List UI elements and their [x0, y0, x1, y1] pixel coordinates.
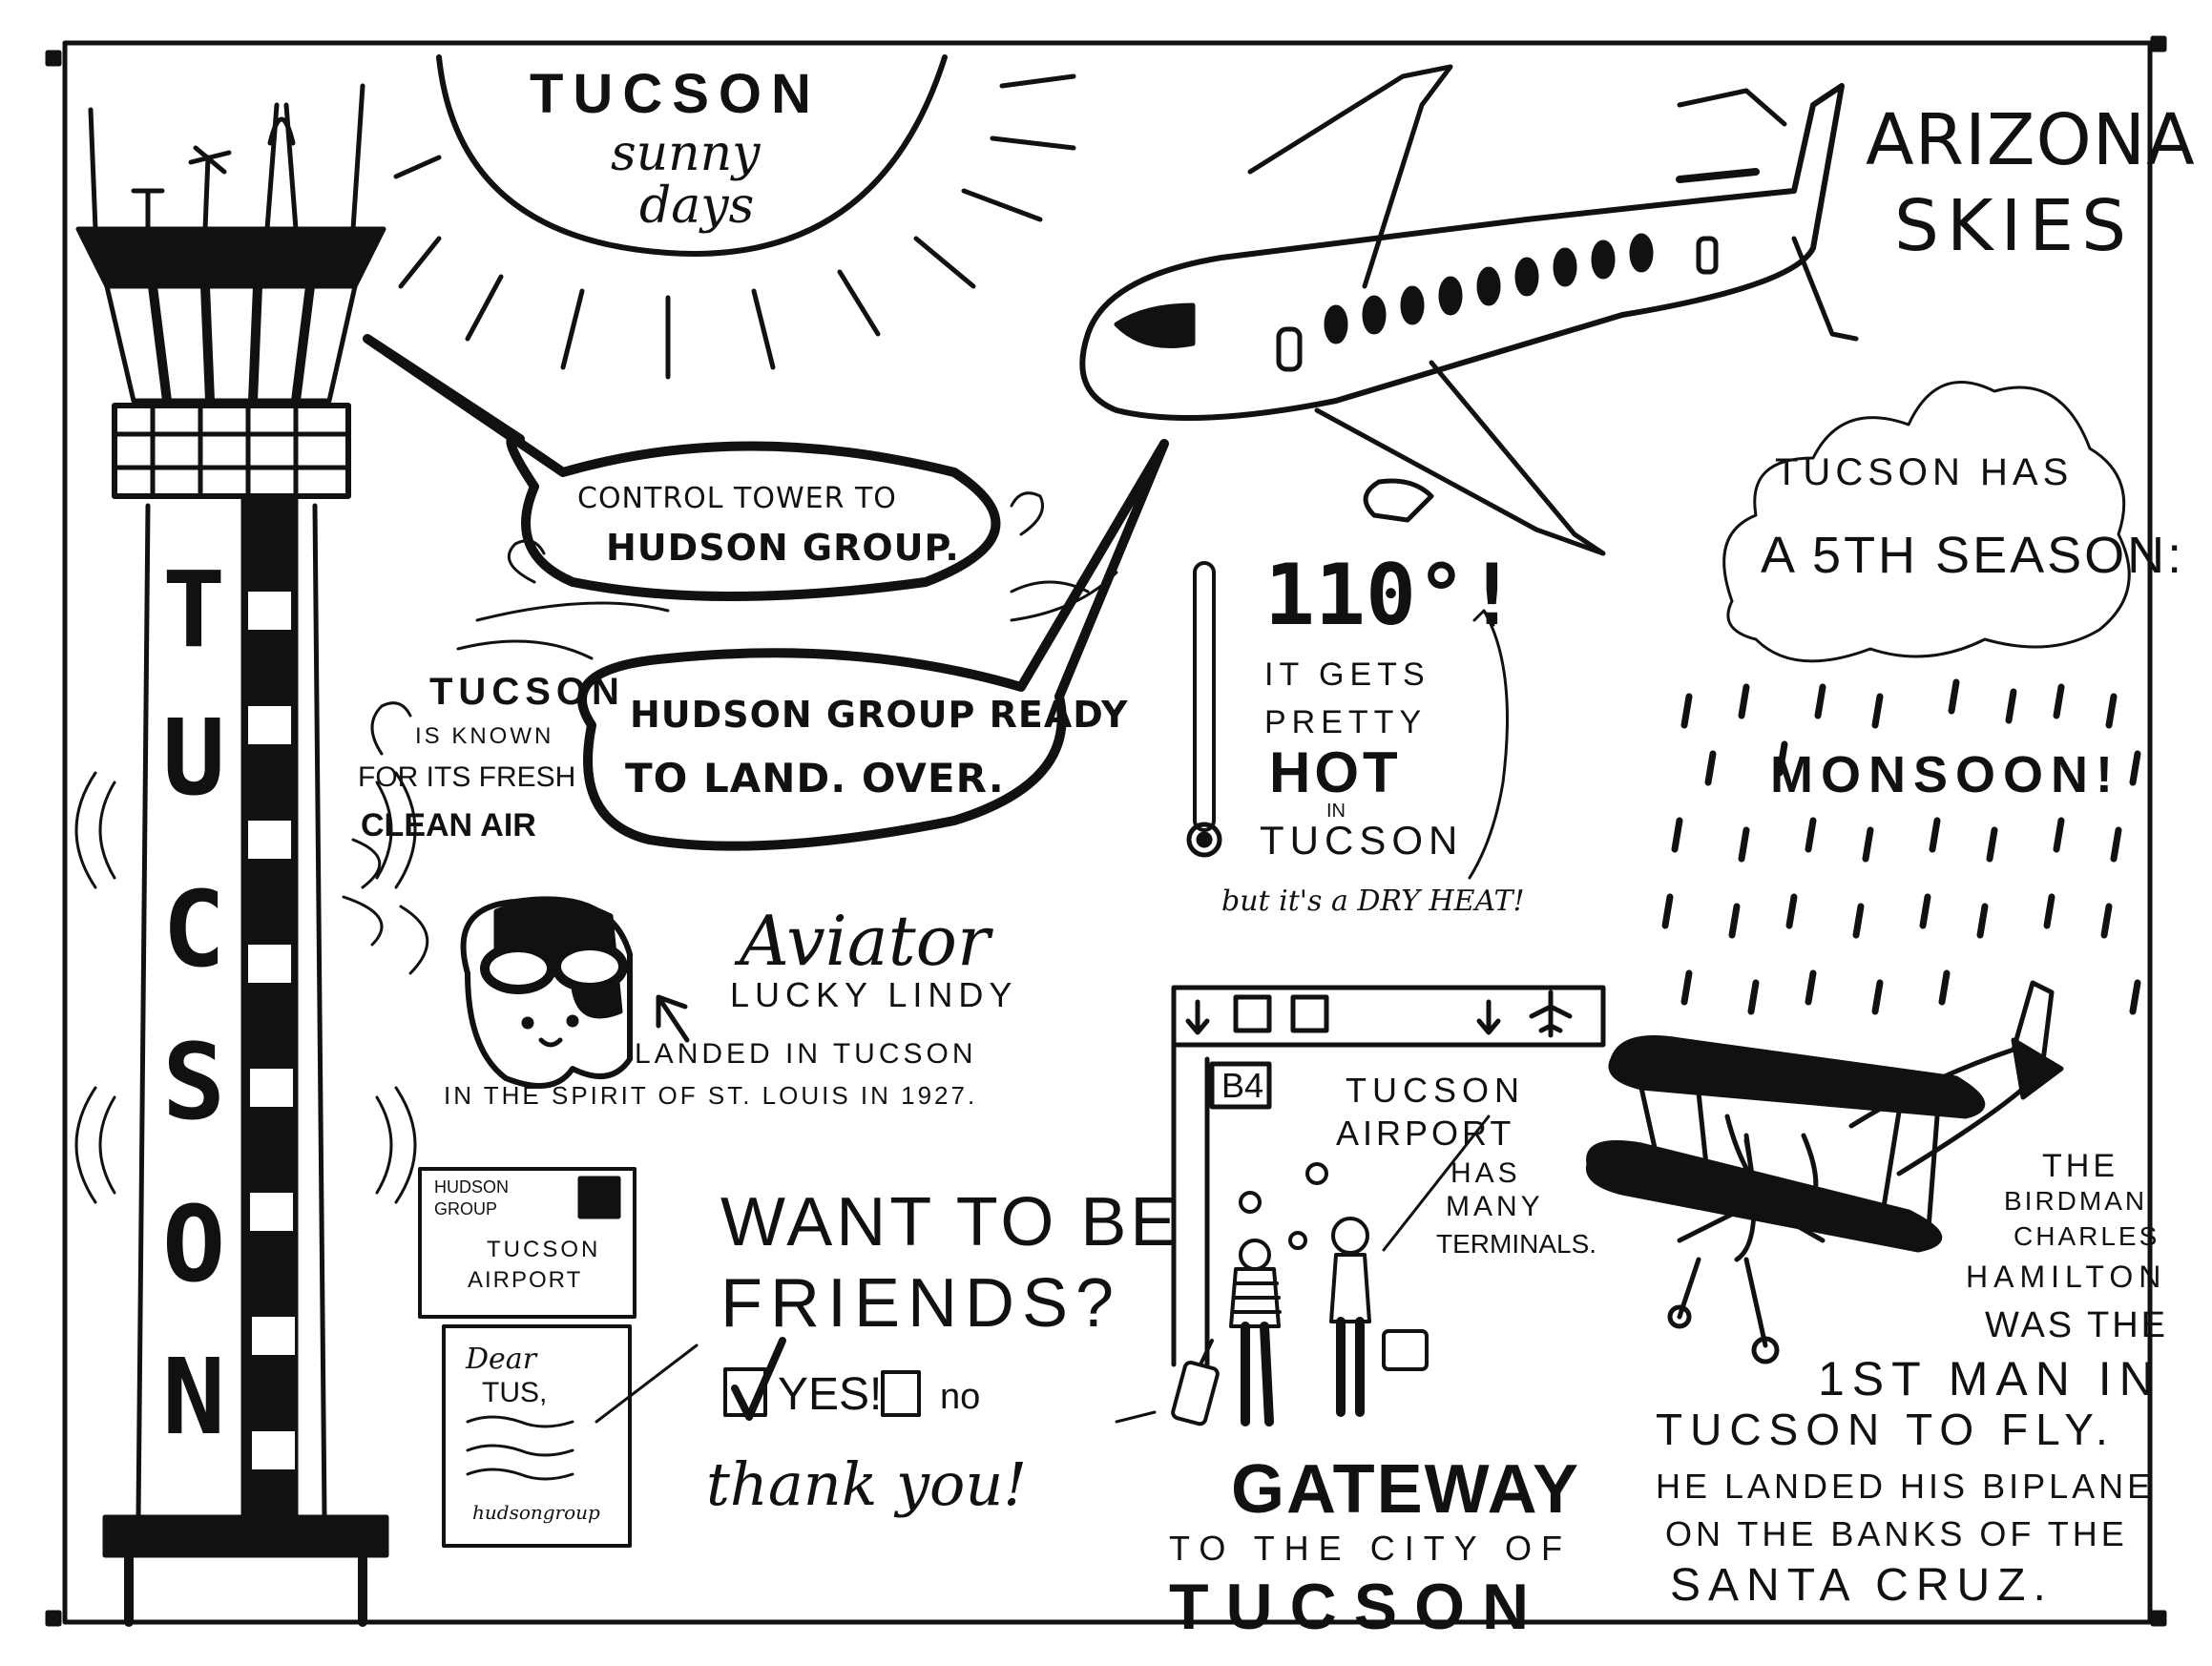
bubble-tower-line1: CONTROL TOWER TO	[577, 482, 897, 515]
aviator-line1: LUCKY LINDY	[730, 975, 1018, 1014]
heat-line2: PRETTY	[1264, 704, 1428, 740]
tower-letter: S	[162, 1021, 226, 1143]
birdman-line3: CHARLES	[2014, 1221, 2160, 1251]
aviator-line3: IN THE SPIRIT OF ST. LOUIS IN 1927.	[444, 1081, 978, 1110]
corner-mark-tr	[2150, 35, 2167, 52]
cloud-rain-drawing	[1661, 381, 2141, 1015]
heat-line3: HOT	[1269, 740, 1402, 804]
aviator-line2: LANDED IN TUCSON	[635, 1038, 977, 1070]
fresh-air-line3: FOR ITS FRESH	[358, 761, 576, 793]
fresh-air-line2: IS KNOWN	[415, 723, 554, 749]
birdman-line5: WAS THE	[1985, 1305, 2169, 1345]
postcard-from-line1: HUDSON	[434, 1177, 510, 1197]
wind-swirls	[342, 491, 1118, 975]
control-tower-drawing	[75, 83, 389, 1627]
friends-thanks: thank you!	[706, 1449, 1028, 1519]
corner-mark-br	[2150, 1610, 2167, 1627]
bubble-hudson-line1: HUDSON GROUP READY	[630, 694, 1129, 736]
thermometer-drawing	[1186, 561, 1509, 880]
friends-no[interactable]: no	[940, 1377, 981, 1417]
gate-line2: AIRPORT	[1336, 1114, 1515, 1153]
bubble-hudson-line2: TO LAND. OVER.	[625, 755, 1005, 802]
aviator-drawing	[460, 896, 690, 1089]
tower-letter: U	[162, 697, 226, 819]
aviator-title: Aviator	[740, 901, 991, 981]
gateway-line2: TO THE CITY OF	[1169, 1529, 1573, 1568]
heat-line5: TUCSON	[1260, 818, 1464, 863]
jet-plane-drawing	[1079, 64, 1859, 556]
sun-subtitle-line1: sunny	[611, 125, 761, 182]
letter-line2: TUS,	[482, 1377, 548, 1408]
bubble-tower-shape	[363, 334, 1001, 601]
friends-line2: FRIENDS?	[720, 1265, 1122, 1342]
bubble-hudson-shape	[577, 439, 1169, 851]
birdman-line1: THE	[2042, 1148, 2118, 1184]
tower-letter: O	[162, 1183, 226, 1305]
biplane-drawing	[1585, 980, 2064, 1364]
fresh-air-line1: TUCSON	[429, 671, 625, 713]
birdman-line2: BIRDMAN	[2004, 1186, 2148, 1216]
letter-signature: hudsongroup	[472, 1501, 600, 1524]
gate-line4: MANY	[1446, 1191, 1544, 1222]
monsoon-line1: TUCSON HAS	[1775, 451, 2074, 493]
birdman-line9: ON THE BANKS OF THE	[1665, 1514, 2128, 1553]
corner-mark-tl	[45, 50, 62, 67]
sun-subtitle-line2: days	[639, 177, 755, 235]
friends-line1: WANT TO BE	[720, 1184, 1180, 1260]
sun-title: TUCSON	[530, 63, 821, 125]
heat-footnote: but it's a DRY HEAT!	[1221, 885, 1525, 918]
fresh-air-line4: CLEAN AIR	[361, 807, 536, 843]
sun-drawing	[393, 54, 1076, 380]
birdman-line6: 1ST MAN IN	[1818, 1352, 2161, 1406]
monsoon-line2: A 5TH SEASON:	[1761, 527, 2185, 584]
travelers-drawing	[1171, 1162, 1429, 1427]
heat-line1: IT GETS	[1264, 656, 1430, 693]
birdman-line8: HE LANDED HIS BIPLANE	[1656, 1467, 2155, 1506]
tower-letter: T	[162, 549, 226, 671]
checkmark-shape	[731, 1337, 786, 1421]
bubble-tower-line2: HUDSON GROUP.	[606, 527, 960, 569]
arizona-line2: SKIES	[1894, 185, 2135, 267]
friends-yes[interactable]: YES!	[778, 1369, 883, 1420]
gate-drawing	[1115, 985, 1606, 1424]
postcard-to-line1: TUCSON	[487, 1237, 601, 1262]
postcard-from-line2: GROUP	[434, 1199, 498, 1218]
gate-code: B4	[1221, 1066, 1264, 1105]
corner-mark-bl	[45, 1610, 62, 1627]
tower-letter: N	[162, 1336, 226, 1458]
birdman-line4: HAMILTON	[1966, 1260, 2167, 1294]
sound-waves	[74, 771, 417, 1204]
gateway-line3: TUCSON	[1169, 1571, 1547, 1643]
no-checkbox-shape	[881, 1370, 921, 1417]
birdman-line7: TUCSON TO FLY.	[1656, 1405, 2116, 1454]
page-frame	[62, 40, 2153, 1625]
postcard-drawing	[418, 1167, 699, 1548]
birdman-line10: SANTA CRUZ.	[1670, 1560, 2054, 1611]
monsoon-word: MONSOON!	[1770, 746, 2120, 803]
gate-line1: TUCSON	[1346, 1071, 1525, 1110]
heat-temp: 110°!	[1264, 546, 1517, 644]
tower-letter: C	[162, 868, 226, 990]
letter-line1: Dear	[466, 1343, 537, 1376]
arizona-line1: ARIZONA	[1866, 99, 2196, 181]
gate-line3: HAS	[1450, 1157, 1521, 1189]
heat-line4: IN	[1326, 801, 1346, 822]
postcard-to-line2: AIRPORT	[468, 1267, 583, 1293]
gate-line5: TERMINALS.	[1436, 1229, 1597, 1259]
gateway-line1: GATEWAY	[1231, 1451, 1581, 1528]
